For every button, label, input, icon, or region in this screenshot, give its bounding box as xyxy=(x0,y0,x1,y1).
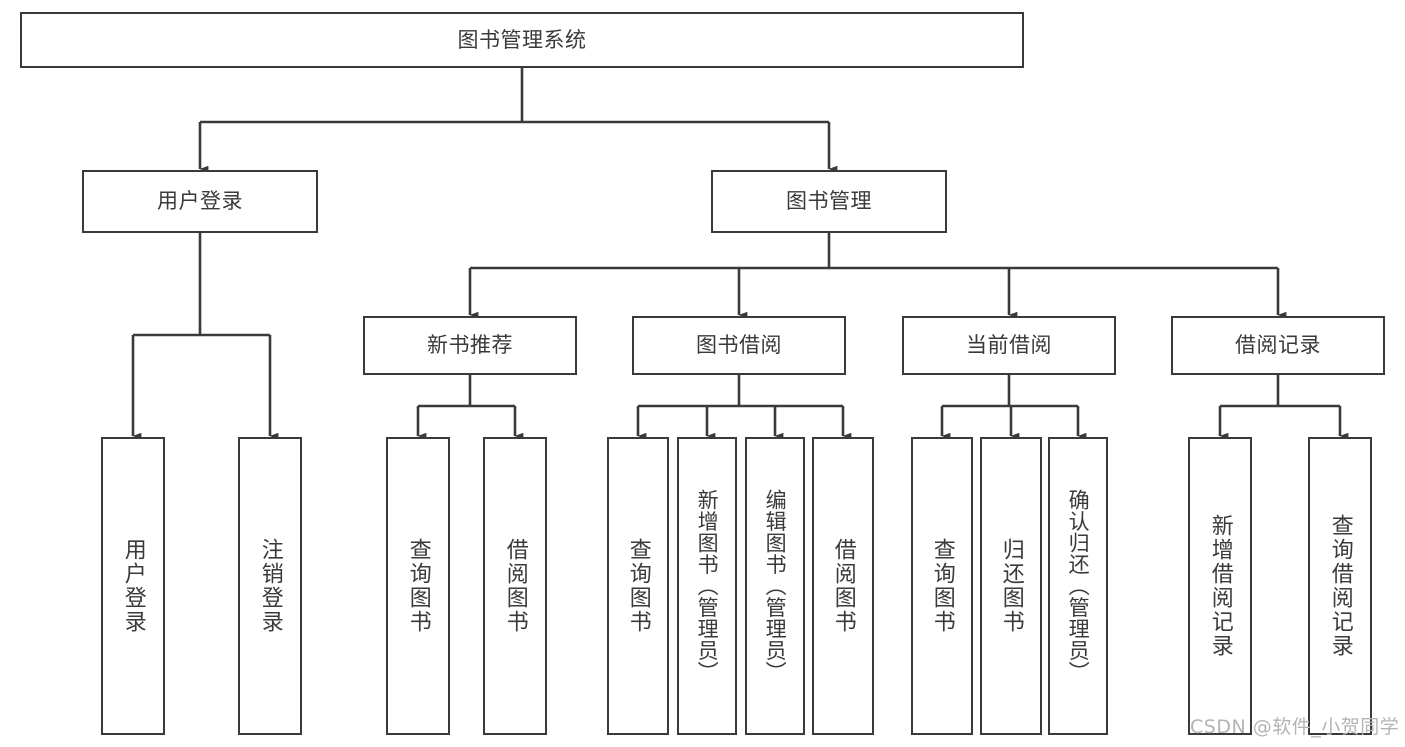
node-label: 用户登录 xyxy=(120,538,146,634)
csdn-watermark: CSDN @软件_小贺同学 xyxy=(1190,716,1400,738)
node-label: 查询图书 xyxy=(625,538,651,634)
node-label: 归还图书 xyxy=(998,538,1024,634)
node-user-login: 用户登录 xyxy=(82,170,318,233)
node-label: 图书管理 xyxy=(786,189,872,214)
node-label: 图书借阅 xyxy=(696,333,782,358)
node-borrow-record: 借阅记录 xyxy=(1171,316,1385,375)
node-label: 新增借阅记录 xyxy=(1207,514,1233,658)
node-root: 图书管理系统 xyxy=(20,12,1024,68)
node-label: 图书管理系统 xyxy=(457,27,587,52)
node-book-manage: 图书管理 xyxy=(711,170,947,233)
node-label: 新增图书（管理员） xyxy=(695,489,720,683)
node-leaf-confirm: 确认归还（管理员） xyxy=(1048,437,1108,735)
node-label: 注销登录 xyxy=(257,538,283,634)
node-leaf-edit-book: 编辑图书（管理员） xyxy=(745,437,805,735)
node-label: 借阅记录 xyxy=(1235,333,1321,358)
node-label: 新书推荐 xyxy=(427,333,513,358)
node-leaf-add-rec: 新增借阅记录 xyxy=(1188,437,1252,735)
node-label: 查询借阅记录 xyxy=(1327,514,1353,658)
node-label: 查询图书 xyxy=(405,538,431,634)
node-book-borrow: 图书借阅 xyxy=(632,316,846,375)
node-leaf-add-book: 新增图书（管理员） xyxy=(677,437,737,735)
node-leaf-query-1: 查询图书 xyxy=(386,437,450,735)
node-label: 编辑图书（管理员） xyxy=(763,489,788,683)
node-current-borrow: 当前借阅 xyxy=(902,316,1116,375)
node-leaf-return: 归还图书 xyxy=(980,437,1042,735)
node-label: 借阅图书 xyxy=(830,538,856,634)
node-label: 用户登录 xyxy=(157,189,243,214)
node-new-book-rec: 新书推荐 xyxy=(363,316,577,375)
node-label: 查询图书 xyxy=(929,538,955,634)
node-leaf-borrow-1: 借阅图书 xyxy=(483,437,547,735)
node-label: 借阅图书 xyxy=(502,538,528,634)
node-leaf-query-rec: 查询借阅记录 xyxy=(1308,437,1372,735)
node-leaf-query-3: 查询图书 xyxy=(911,437,973,735)
node-leaf-logout: 注销登录 xyxy=(238,437,302,735)
node-label: 当前借阅 xyxy=(966,333,1052,358)
node-leaf-borrow-2: 借阅图书 xyxy=(812,437,874,735)
node-leaf-user-login: 用户登录 xyxy=(101,437,165,735)
node-label: 确认归还（管理员） xyxy=(1066,489,1091,683)
node-leaf-query-2: 查询图书 xyxy=(607,437,669,735)
